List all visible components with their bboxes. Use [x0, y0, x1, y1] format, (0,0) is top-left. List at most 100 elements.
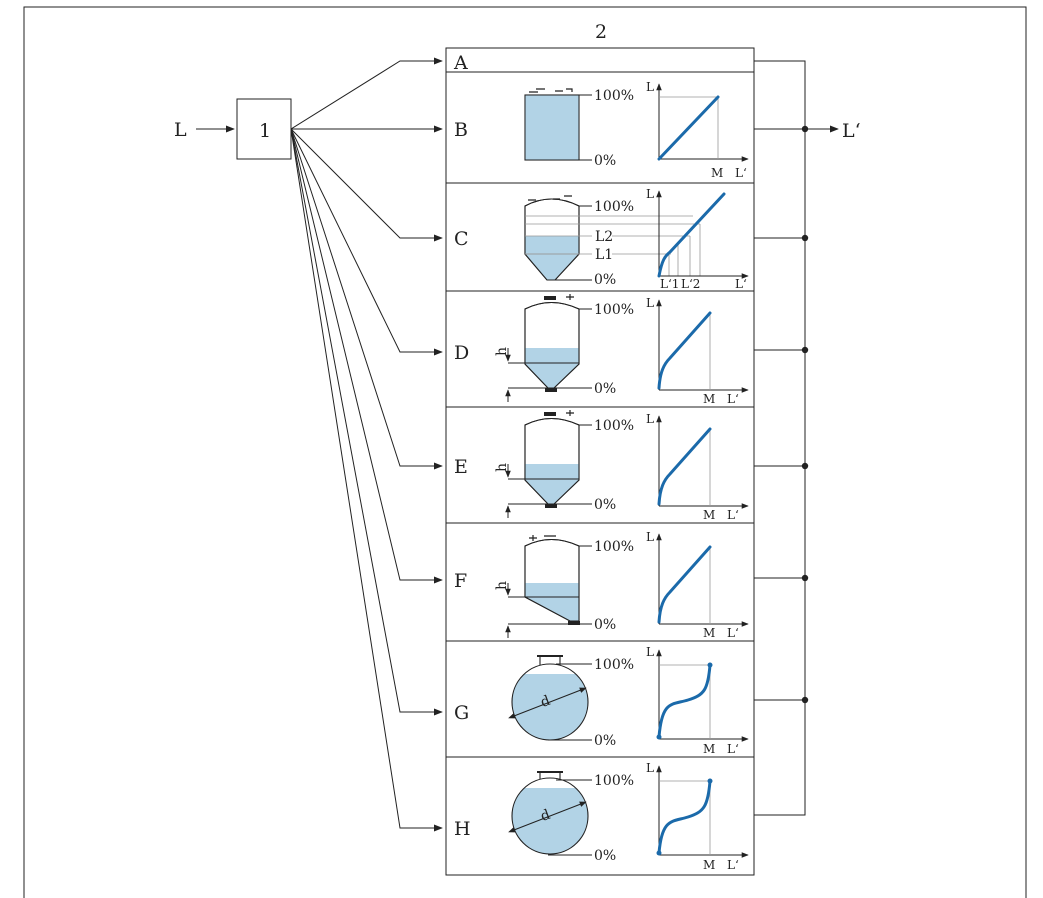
axis-m-e: M — [703, 508, 715, 522]
output-label: L‘ — [842, 120, 861, 142]
diameter-arrow — [508, 801, 587, 833]
axis-m-g: M — [703, 742, 715, 756]
fanout-line-e — [290, 128, 443, 470]
axis-lp-h: L‘ — [727, 858, 739, 872]
height-label-e: h — [494, 463, 510, 472]
tank-nozzles — [529, 88, 573, 93]
input-label: L — [174, 119, 187, 141]
graph-c — [656, 190, 749, 279]
pct-0-g: 0% — [594, 733, 616, 749]
axis-m-d: M — [703, 392, 715, 406]
axis-l-d: L — [646, 296, 654, 310]
pct-100-d: 100% — [594, 302, 634, 318]
characteristic-curve — [657, 663, 712, 739]
axis-lp-d: L‘ — [727, 392, 739, 406]
graph-d — [656, 299, 749, 393]
table-gridlines — [525, 215, 700, 255]
tank-g — [508, 655, 592, 741]
height-label-f: h — [494, 581, 510, 590]
option-label-f: F — [454, 570, 467, 592]
characteristic-curve — [657, 192, 726, 278]
fanout-line-g — [290, 128, 443, 716]
graph-e — [656, 415, 749, 509]
output-bus — [754, 60, 839, 816]
frame-border — [23, 6, 1027, 898]
pct-0-d: 0% — [594, 381, 616, 397]
axis-lp-e: L‘ — [727, 508, 739, 522]
characteristic-curve — [657, 545, 712, 624]
option-label-a: A — [453, 52, 468, 74]
pct-0-h: 0% — [594, 848, 616, 864]
axis-l-e: L — [646, 412, 654, 426]
characteristic-curve — [657, 95, 720, 161]
axis-lp-b: L‘ — [735, 166, 747, 180]
option-label-d: D — [454, 342, 469, 364]
characteristic-curve — [657, 311, 712, 390]
graph-g — [656, 649, 749, 742]
axis-l-b: L — [646, 80, 654, 94]
bus-junction — [801, 462, 809, 470]
axis-m-b: M — [711, 166, 723, 180]
characteristic-curve — [657, 427, 712, 506]
group-label: 2 — [595, 21, 607, 43]
pct-100-g: 100% — [594, 657, 634, 673]
pct-100-h: 100% — [594, 773, 634, 789]
tank-nozzles — [528, 195, 572, 201]
tank-nozzle — [544, 412, 556, 416]
liquid-fill — [525, 236, 579, 280]
graph-b — [656, 83, 749, 162]
axis-m-h: M — [703, 858, 715, 872]
pct-0-e: 0% — [594, 497, 616, 513]
liquid-fill — [512, 788, 588, 854]
characteristic-curve — [657, 779, 712, 855]
option-label-e: E — [454, 456, 468, 478]
liquid-fill — [525, 464, 579, 504]
axis-l-g: L — [646, 645, 654, 659]
panel-h — [445, 756, 755, 876]
fanout-line-f — [290, 128, 443, 584]
axis-lp-f: L‘ — [727, 626, 739, 640]
tank-b — [524, 88, 592, 161]
option-label-h: H — [454, 818, 471, 840]
pct-100-b: 100% — [594, 88, 634, 104]
fanout-lines — [290, 57, 443, 832]
fanout-line-c — [290, 128, 443, 242]
pct-100-e: 100% — [594, 418, 634, 434]
height-label-d: h — [494, 347, 510, 356]
option-label-b: B — [454, 119, 468, 141]
tank-nozzle — [544, 296, 556, 300]
fanout-line-h — [290, 128, 443, 832]
liquid-fill — [512, 674, 588, 740]
axis-l-h: L — [646, 761, 654, 775]
label-l2: L2 — [595, 229, 613, 245]
graph-f — [656, 533, 749, 627]
liquid-fill — [525, 348, 579, 388]
tank-e — [505, 410, 592, 518]
liquid-fill — [525, 583, 579, 621]
pct-0-c: 0% — [594, 272, 616, 288]
pct-0-f: 0% — [594, 617, 616, 633]
pct-0-b: 0% — [594, 153, 616, 169]
bus-line — [754, 60, 806, 816]
pct-100-f: 100% — [594, 539, 634, 555]
tank-f — [505, 535, 592, 638]
pct-100-c: 100% — [594, 199, 634, 215]
option-panels — [445, 47, 755, 876]
bus-junction — [801, 574, 809, 582]
panel-a — [445, 47, 755, 73]
fanout-line-d — [290, 128, 443, 356]
label-lp2: L‘2 — [681, 277, 700, 291]
bus-junction — [801, 346, 809, 354]
axis-l-f: L — [646, 530, 654, 544]
option-label-g: G — [454, 702, 469, 724]
option-label-c: C — [454, 228, 469, 250]
tank-h — [508, 771, 592, 856]
axis-l-c: L — [646, 187, 654, 201]
bus-junction — [801, 696, 809, 704]
tank-c — [524, 195, 701, 281]
graph-h — [656, 765, 749, 858]
diameter-arrow — [508, 687, 587, 719]
label-lp1: L‘1 — [660, 277, 679, 291]
axis-lp-g: L‘ — [727, 742, 739, 756]
